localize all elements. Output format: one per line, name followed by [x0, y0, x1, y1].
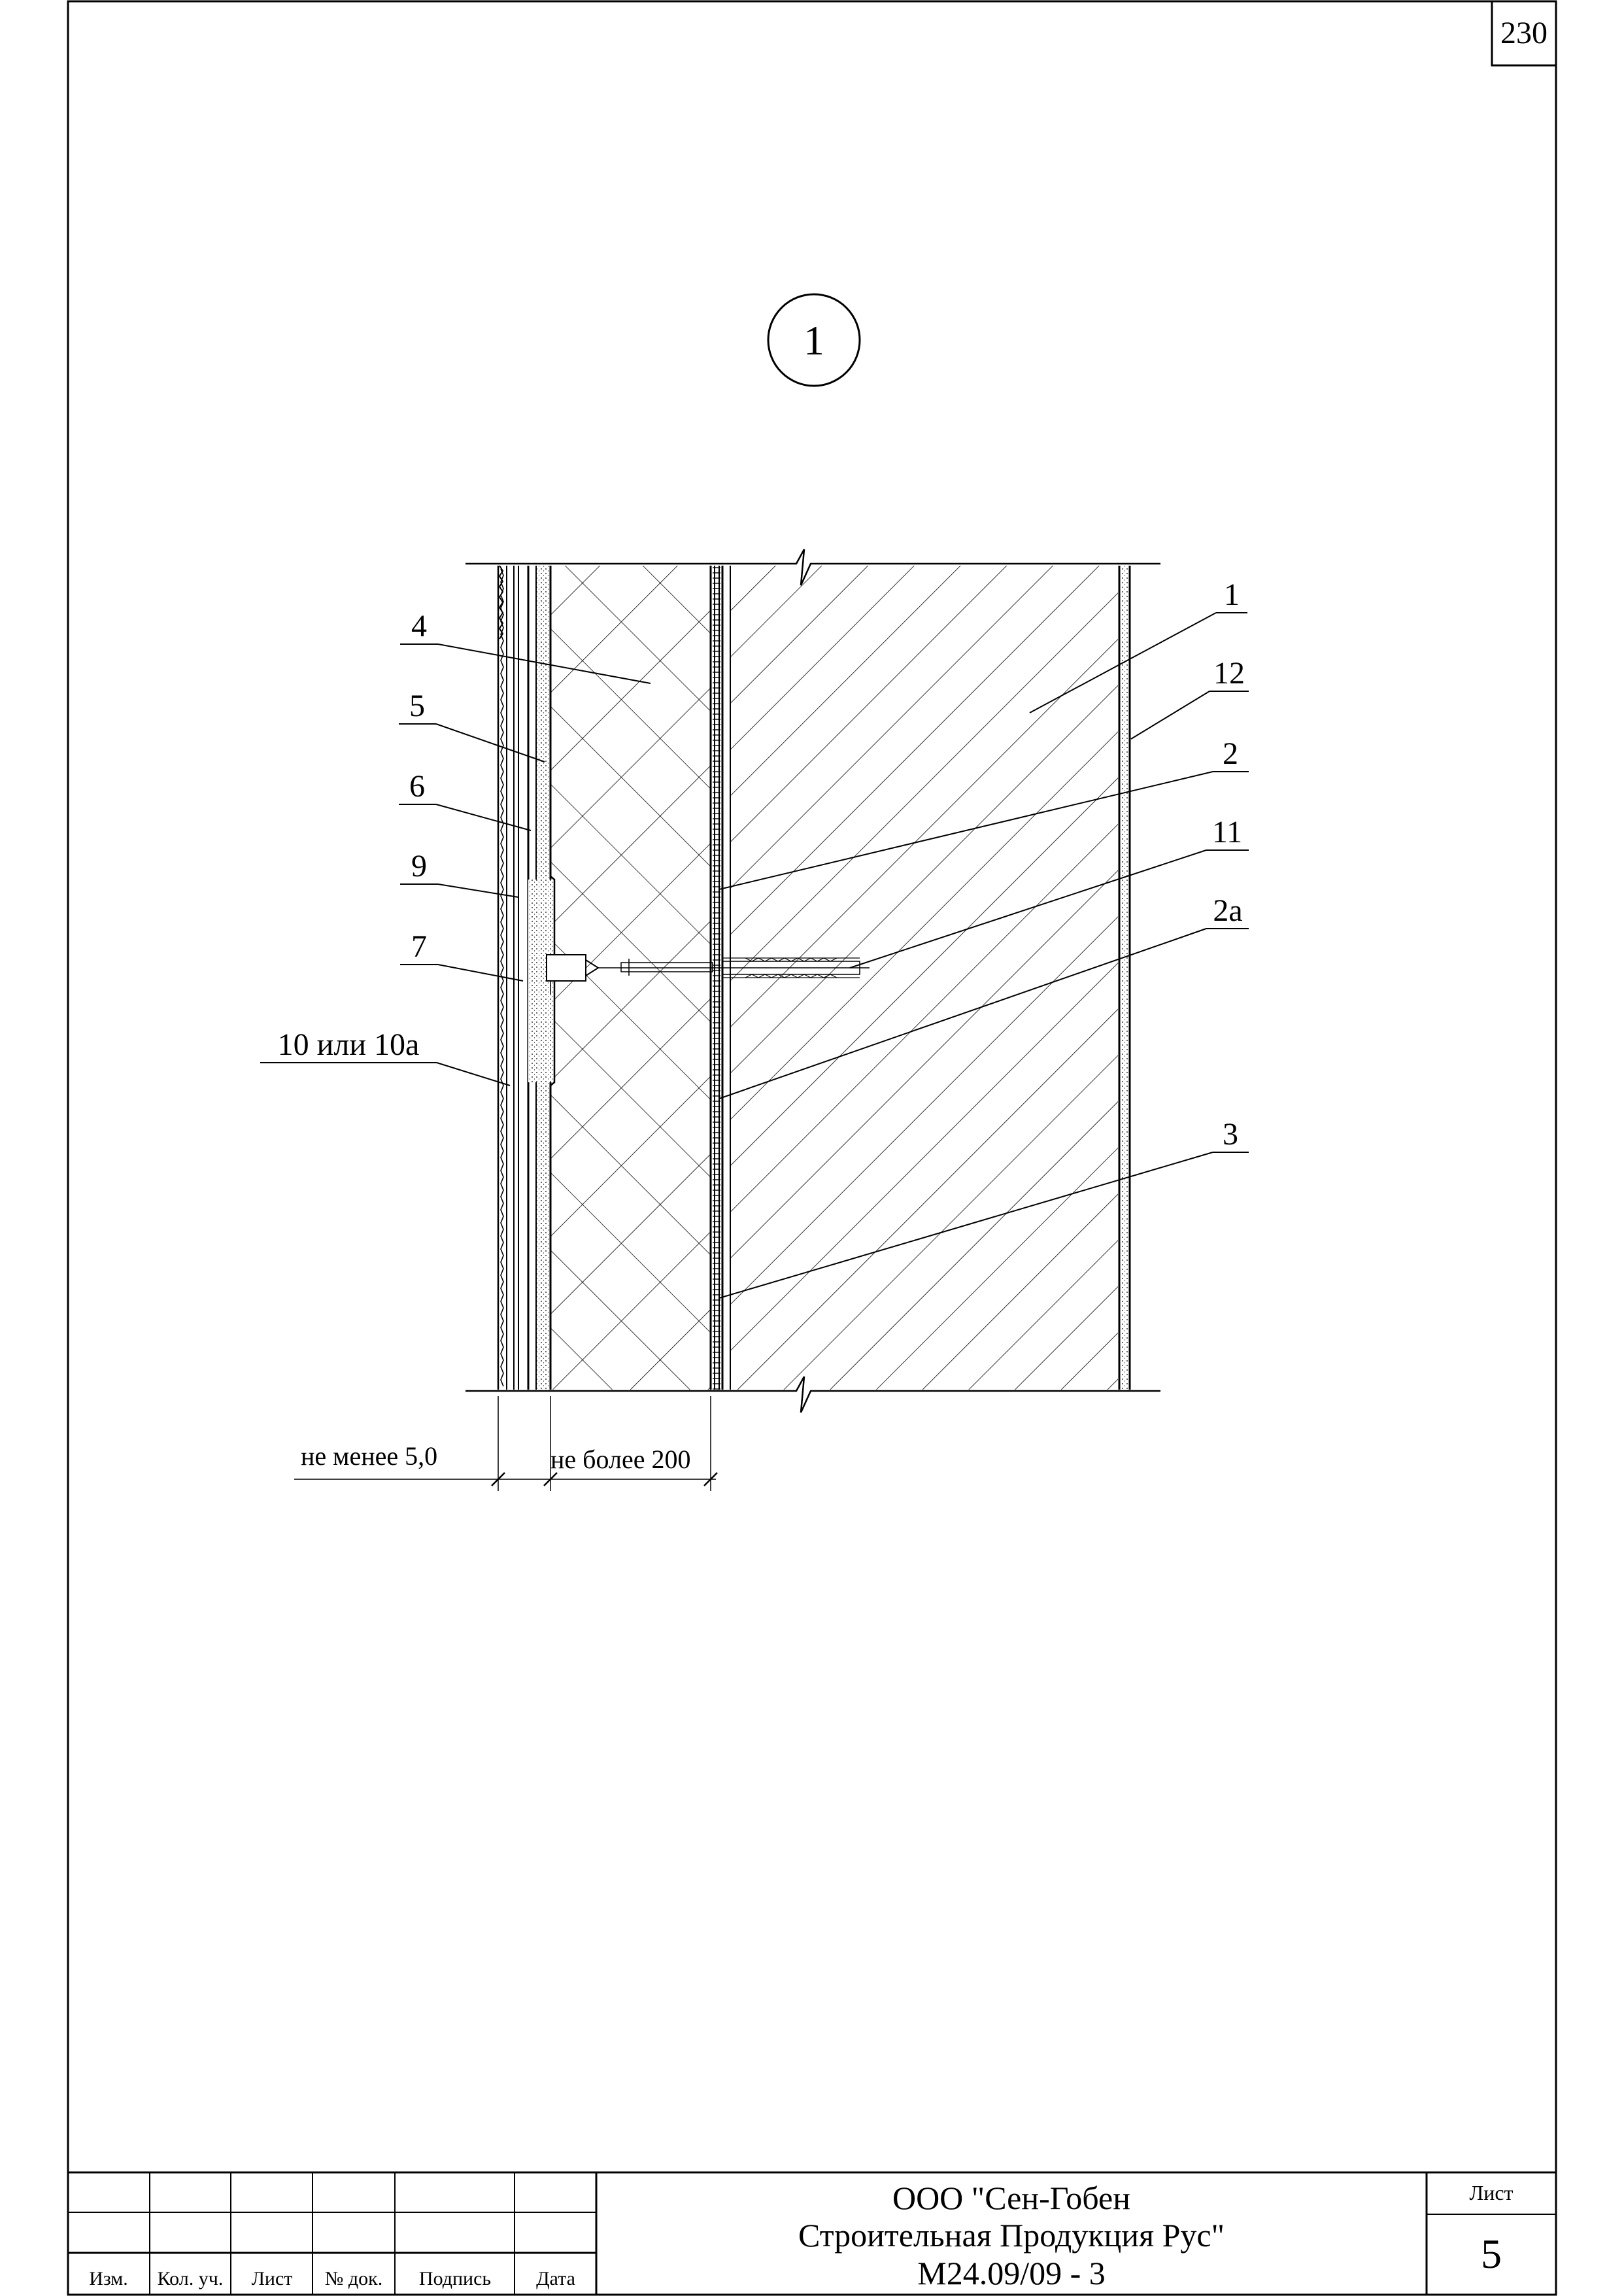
callout-label-2a: 2а [1213, 893, 1242, 928]
callout-label-6: 6 [409, 769, 425, 804]
callout-1: 1 [1029, 577, 1247, 713]
header-list: Лист [252, 2268, 293, 2289]
anchor-dowel [546, 954, 870, 994]
callout-label-12: 12 [1213, 656, 1245, 691]
top-break-line [465, 549, 1160, 586]
dimension-lines: не менее 5,0 не более 200 [294, 1396, 718, 1491]
detail-marker: 1 [767, 293, 861, 387]
callout-2a: 2а [719, 893, 1249, 1099]
callout-6: 6 [399, 769, 532, 831]
callout-9: 9 [400, 849, 519, 898]
callout-5: 5 [399, 689, 545, 762]
header-signature: Подпись [419, 2268, 491, 2289]
callout-label-1: 1 [1224, 577, 1240, 612]
sheet-label: Лист [1469, 2181, 1513, 2204]
dimension-max-thickness: не более 200 [550, 1445, 690, 1474]
page-number: 230 [1500, 16, 1548, 50]
callout-2: 2 [719, 736, 1249, 890]
callout-label-2: 2 [1223, 736, 1238, 771]
header-kol-uch: Кол. уч. [158, 2268, 224, 2289]
bottom-break-line [465, 1376, 1160, 1413]
dimension-min-thickness: не менее 5,0 [301, 1441, 437, 1471]
sheet-frame [67, 0, 1557, 2296]
header-doc-no: № док. [325, 2268, 382, 2289]
callout-label-11: 11 [1212, 815, 1242, 849]
title-block: Изм. Кол. уч. Лист № док. Подпись Дата О… [68, 2171, 1556, 2295]
page-number-box: 230 [1491, 0, 1557, 67]
callout-label-10: 10 или 10а [278, 1027, 420, 1062]
callout-label-5: 5 [409, 689, 425, 723]
internal-plaster-dots [1121, 566, 1130, 1390]
callout-label-3: 3 [1223, 1117, 1238, 1152]
callout-3: 3 [719, 1117, 1249, 1299]
company-name-line2: Строительная Продукция Рус" [798, 2217, 1225, 2253]
finish-texture-line [498, 565, 504, 640]
detail-marker-number: 1 [804, 317, 824, 364]
callout-10: 10 или 10а [260, 1027, 511, 1086]
document-code: М24.09/09 - 3 [917, 2255, 1106, 2291]
callout-11: 11 [849, 815, 1249, 968]
company-name-line1: ООО "Сен-Гобен [892, 2180, 1130, 2216]
callout-12: 12 [1130, 656, 1249, 740]
callout-label-7: 7 [411, 929, 427, 964]
header-date: Дата [536, 2268, 575, 2289]
callout-label-9: 9 [411, 849, 427, 883]
wall-section [465, 549, 1160, 1413]
callout-4: 4 [400, 609, 651, 684]
callout-7: 7 [400, 929, 524, 982]
reinforcement-insert [528, 876, 556, 1086]
header-izm: Изм. [89, 2268, 128, 2289]
sheet-number: 5 [1481, 2231, 1502, 2277]
callout-label-4: 4 [411, 609, 427, 643]
finish-texture-zigzag [500, 568, 504, 1387]
